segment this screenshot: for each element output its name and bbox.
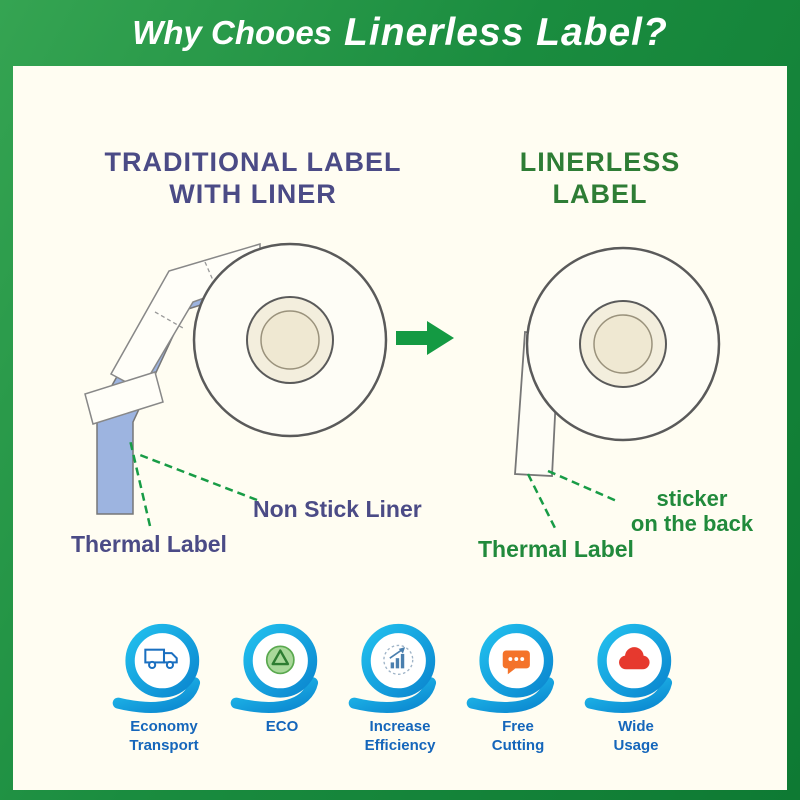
right-arrow-icon xyxy=(396,321,454,355)
feature-label: Economy Transport xyxy=(129,718,199,754)
truck-icon xyxy=(112,623,201,713)
linerless-heading-line1: LINERLESS xyxy=(519,147,681,177)
traditional-heading: TRADITIONAL LABEL WITH LINER xyxy=(73,146,433,211)
feature-label: Increase Efficiency xyxy=(364,718,436,754)
sticker-on-back-line1: sticker xyxy=(656,486,728,511)
feature-label: Wide Usage xyxy=(613,718,659,754)
chat-icon xyxy=(466,623,555,713)
traditional-heading-line2: WITH LINER xyxy=(169,179,337,210)
linerless-heading: LINERLESS LABEL xyxy=(470,146,730,211)
feature-free-cutting: Free Cutting xyxy=(462,620,574,780)
feature-label: ECO xyxy=(265,718,299,735)
traditional-roll-diagram xyxy=(84,242,388,515)
feature-row: Economy Transport ECO xyxy=(108,620,692,780)
linerless-roll-diagram xyxy=(514,246,721,477)
feature-wide-usage: Wide Usage xyxy=(580,620,692,780)
banner: Why Chooes Linerless Label? xyxy=(0,0,800,66)
sticker-on-back-callout: sticker on the back xyxy=(613,486,771,537)
page-title-prefix: Why Chooes xyxy=(132,14,333,51)
cloud-icon xyxy=(584,623,673,713)
thermal-label-callout-right: Thermal Label xyxy=(478,536,634,562)
eco-icon xyxy=(230,623,319,713)
feature-increase-efficiency: Increase Efficiency xyxy=(344,620,456,780)
feature-economy-transport: Economy Transport xyxy=(108,620,220,780)
page-title-emphasis: Linerless Label? xyxy=(344,11,668,54)
transition-arrow xyxy=(396,318,456,358)
chart-icon xyxy=(348,623,437,713)
linerless-heading-line2: LABEL xyxy=(552,179,648,210)
feature-label: Free Cutting xyxy=(491,718,545,754)
feature-eco: ECO xyxy=(226,620,338,780)
peeled-label-shape xyxy=(84,371,164,425)
content-panel: TRADITIONAL LABEL WITH LINER LINERLESS L… xyxy=(13,66,787,790)
traditional-heading-line1: TRADITIONAL LABEL xyxy=(104,147,402,177)
non-stick-liner-callout: Non Stick Liner xyxy=(253,496,422,522)
sticker-on-back-line2: on the back xyxy=(630,511,754,537)
thermal-label-callout-left: Thermal Label xyxy=(71,531,227,557)
